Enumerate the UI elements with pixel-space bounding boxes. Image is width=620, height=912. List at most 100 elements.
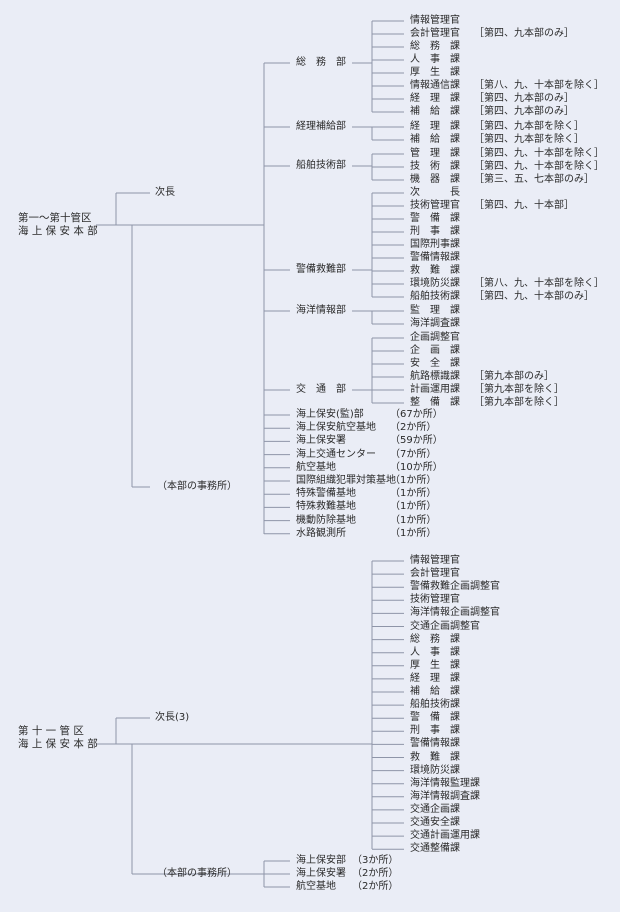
section-soumu: 総 務 課 (410, 41, 460, 52)
section-note-keibi: ［第四、九、十本部］ (474, 200, 574, 211)
office-name: 特殊救難基地 (296, 501, 356, 513)
hq11-section: 交通安全課 (410, 817, 460, 828)
section-soumu: 情報通信課 (410, 80, 460, 91)
hq11-section: 情報管理官 (410, 555, 460, 566)
section-note-senpaku: ［第三、五、七本部のみ］ (474, 174, 594, 185)
department-soumu: 総 務 部 (296, 57, 346, 68)
hq11-section: 会計管理官 (410, 568, 460, 580)
section-note-keiri: ［第四、九本部を除く］ (474, 134, 584, 145)
department-keiri: 経理補給部 (296, 121, 346, 132)
section-soumu: 人 事 課 (410, 54, 460, 65)
section-koutsu: 企画調整官 (410, 332, 460, 343)
office-count: （67か所） (390, 409, 443, 420)
hq11-office-name: 海上保安署 (296, 868, 346, 879)
section-keibi: 環境防災課 (410, 278, 460, 289)
hq11-section: 海洋情報監理課 (410, 777, 480, 789)
department-keibi: 警備救難部 (296, 264, 346, 275)
section-note-koutsu: ［第九本部を除く］ (474, 384, 564, 395)
section-keibi: 警備情報課 (410, 252, 460, 263)
section-note-soumu: ［第四、九本部のみ］ (474, 106, 574, 117)
hq11-section: 海洋情報調査課 (410, 790, 480, 802)
hq11-section: 交通企画調整官 (410, 620, 480, 632)
office-name: 水路観測所 (296, 527, 346, 539)
hq11-section: 人 事 課 (410, 646, 460, 658)
office-name: 海上保安署 (296, 435, 346, 447)
office-count: （1か所） (390, 527, 437, 539)
hq1-name-line2: 海 上 保 安 本 部 (18, 225, 98, 237)
section-keibi: 警 備 課 (410, 213, 460, 224)
office-name: 海上保安(監)部 (296, 409, 364, 420)
section-kaiyou: 海洋調査課 (410, 318, 460, 329)
hq11-offices-label: （本部の事務所） (157, 868, 237, 879)
hq11-office-count: （2か所） (352, 868, 399, 879)
hq11-name-line1: 第 十 一 管 区 (18, 725, 84, 737)
section-senpaku: 技 術 課 (410, 161, 460, 172)
hq11-section: 交通整備課 (410, 843, 460, 855)
section-soumu: 情報管理官 (410, 15, 460, 26)
hq11-office-name: 海上保安部 (296, 855, 346, 866)
hq11-office-count: （2か所） (352, 881, 399, 892)
section-note-koutsu: ［第九本部のみ］ (474, 371, 554, 382)
section-senpaku: 機 器 課 (410, 174, 460, 185)
hq11-section: 技術管理官 (410, 594, 460, 606)
office-name: 機動防除基地 (296, 514, 356, 526)
section-keibi: 次 長 (410, 187, 460, 198)
hq11-section: 警備救難企画調整官 (410, 581, 500, 593)
office-name: 海上保安航空基地 (296, 422, 376, 434)
office-count: （59か所） (390, 435, 443, 447)
section-note-keiri: ［第四、九本部を除く］ (474, 121, 584, 132)
section-note-keibi: ［第四、九、十本部のみ］ (474, 291, 594, 302)
section-soumu: 会計管理官 (410, 28, 460, 39)
section-note-koutsu: ［第九本部を除く］ (474, 397, 564, 408)
hq11-section: 厚 生 課 (410, 659, 460, 671)
office-count: （7か所） (390, 448, 437, 460)
section-keibi: 国際刑事課 (410, 239, 460, 250)
hq11-section: 経 理 課 (410, 672, 460, 684)
office-name: 特殊警備基地 (296, 488, 356, 500)
hq1-deputy: 次長 (155, 187, 175, 198)
section-senpaku: 管 理 課 (410, 148, 460, 159)
office-count: （1か所） (390, 475, 437, 486)
hq11-deputy: 次長(3) (155, 712, 190, 723)
section-keiri: 経 理 課 (410, 121, 460, 132)
hq11-section: 刑 事 課 (410, 725, 460, 737)
section-koutsu: 航路標識課 (410, 371, 460, 382)
section-keibi: 船舶技術課 (410, 291, 460, 302)
office-count: （10か所） (390, 461, 443, 473)
section-kaiyou: 監 理 課 (410, 305, 460, 316)
hq1-offices-label: （本部の事務所） (157, 481, 237, 492)
section-soumu: 補 給 課 (410, 106, 460, 117)
section-note-soumu: ［第四、九本部のみ］ (474, 28, 574, 39)
section-koutsu: 企 画 課 (410, 345, 460, 356)
department-senpaku: 船舶技術部 (296, 160, 346, 171)
section-koutsu: 計画運用課 (410, 384, 460, 395)
department-koutsu: 交 通 部 (296, 384, 346, 395)
section-note-soumu: ［第八、九、十本部を除く］ (474, 80, 604, 91)
department-kaiyou: 海洋情報部 (296, 305, 346, 316)
hq11-office-count: （3か所） (352, 855, 399, 866)
section-keiri: 補 給 課 (410, 134, 460, 145)
section-note-soumu: ［第四、九本部のみ］ (474, 93, 574, 104)
hq11-section: 救 難 課 (410, 751, 460, 763)
office-count: （1か所） (390, 514, 437, 526)
hq11-section: 補 給 課 (410, 686, 460, 697)
section-soumu: 経 理 課 (410, 93, 460, 104)
section-koutsu: 整 備 課 (410, 397, 460, 408)
section-keibi: 救 難 課 (410, 265, 460, 276)
hq11-section: 環境防災課 (410, 764, 460, 776)
hq11-office-name: 航空基地 (296, 881, 336, 892)
section-note-senpaku: ［第四、九、十本部を除く］ (474, 161, 604, 172)
section-koutsu: 安 全 課 (410, 358, 460, 369)
office-name: 海上交通センター (296, 448, 376, 460)
section-keibi: 技術管理官 (410, 200, 460, 211)
section-soumu: 厚 生 課 (410, 67, 460, 78)
office-name: 航空基地 (296, 461, 336, 473)
hq11-section: 警 備 課 (410, 712, 460, 724)
hq11-section: 海洋情報企画調整官 (410, 607, 500, 619)
hq11-name-line2: 海 上 保 安 本 部 (18, 738, 98, 750)
hq1-name-line1: 第一〜第十管区 (18, 212, 92, 224)
office-count: （1か所） (390, 488, 437, 500)
hq11-section: 交通企画課 (410, 803, 460, 815)
